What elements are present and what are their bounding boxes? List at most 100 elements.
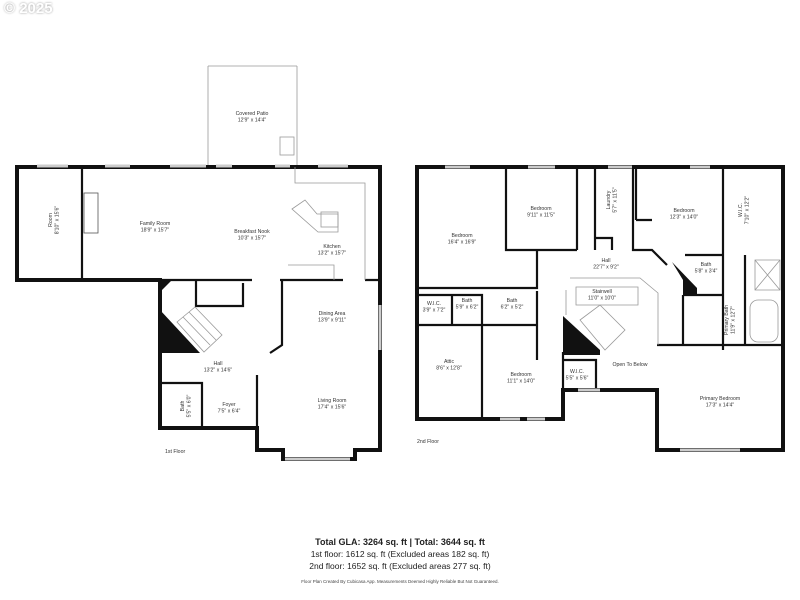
copyright-watermark: © 2025 — [4, 0, 53, 17]
room-dimensions: 5'5" x 6'0" — [187, 395, 193, 418]
first-floor-area: 1st floor: 1612 sq. ft (Excluded areas 1… — [310, 549, 490, 559]
floor-label: 1st Floor — [165, 449, 185, 455]
second-floor-plan: 2nd Floor — [415, 165, 785, 452]
room-dimensions: 22'7" x 9'2" — [593, 265, 619, 271]
wall — [194, 280, 245, 308]
room-dimensions: 5'5" x 5'6" — [566, 376, 589, 382]
room-dimensions: 8'10" x 15'6" — [55, 206, 61, 235]
cooktop-icon — [320, 211, 339, 228]
room-dimensions: 12'9" x 14'4" — [238, 118, 267, 124]
second-floor-outer-wall — [415, 165, 785, 452]
room-name: Bath — [180, 401, 186, 412]
room-name: Bath — [701, 262, 712, 268]
room-dimensions: 17'4" x 15'6" — [318, 405, 347, 411]
room-name: Attic — [444, 359, 454, 365]
room-dimensions: 18'9" x 15'7" — [141, 228, 170, 234]
room-name: Primary Bath — [724, 305, 730, 335]
wall — [160, 381, 204, 428]
room-label: Open To Below — [612, 362, 647, 368]
room-name: Hall — [214, 361, 223, 367]
total-area: Total GLA: 3264 sq. ft | Total: 3644 sq.… — [315, 537, 485, 547]
room-name: Breakfast Nook — [234, 229, 270, 235]
wall — [255, 280, 284, 428]
room-name: Bedroom — [451, 233, 472, 239]
stair-wall — [563, 316, 600, 355]
room-name: Bath — [462, 298, 473, 304]
room-name: Dining Area — [319, 311, 346, 317]
room-dimensions: 10'3" x 15'7" — [238, 236, 267, 242]
room-label: W.I.C.5'5" x 5'6" — [566, 369, 589, 382]
room-dimensions: 16'4" x 16'9" — [448, 240, 477, 246]
room-dimensions: 5'9" x 6'2" — [456, 305, 479, 311]
room-dimensions: 8'6" x 12'8" — [436, 366, 462, 372]
room-dimensions: 6'2" x 5'2" — [501, 305, 524, 311]
room-dimensions: 3'9" x 7'2" — [423, 308, 446, 314]
room-name: W.I.C. — [427, 301, 441, 307]
room-name: Open To Below — [612, 362, 647, 368]
stairwell-railing — [565, 277, 659, 351]
room-name: Family Room — [140, 221, 171, 227]
room-dimensions: 17'3" x 14'4" — [706, 403, 735, 409]
room-name: Bedroom — [673, 208, 694, 214]
room-name: Foyer — [222, 402, 236, 408]
bathtub-icon — [749, 299, 779, 343]
kitchen-counters — [288, 167, 366, 280]
stair-wall — [160, 280, 172, 292]
staircase — [176, 306, 223, 353]
room-name: W.I.C. — [570, 369, 584, 375]
room-dimensions: 7'10" x 12'2" — [745, 196, 751, 225]
stair-wall — [672, 262, 697, 295]
room-dimensions: 9'11" x 11'5" — [527, 213, 555, 219]
room-dimensions: 13'2" x 15'7" — [318, 251, 347, 257]
room-name: Room — [48, 213, 54, 227]
stair-wall — [160, 310, 200, 353]
room-name: Hall — [602, 258, 611, 264]
disclaimer: Floor Plan Created By Cubicasa App. Meas… — [301, 579, 499, 584]
room-dimensions: 12'3" x 14'0" — [670, 215, 699, 221]
room-dimensions: 11'9" x 12'7" — [731, 306, 737, 334]
first-floor-plan: 1st Floor — [15, 65, 382, 461]
floor-label: 2nd Floor — [417, 439, 439, 445]
room-dimensions: 7'5" x 6'4" — [218, 409, 241, 415]
room-name: W.I.C. — [738, 203, 744, 217]
room-name: Primary Bedroom — [700, 396, 740, 402]
grill-icon — [279, 136, 295, 156]
room-name: Living Room — [318, 398, 347, 404]
room-name: Bath — [507, 298, 518, 304]
room-name: Laundry — [606, 190, 612, 209]
room-dimensions: 11'0" x 10'0" — [588, 296, 616, 302]
room-dimensions: 11'1" x 14'0" — [507, 379, 535, 385]
room-name: Covered Patio — [236, 111, 269, 117]
room-dimensions: 5'8" x 3'4" — [695, 269, 718, 275]
room-label: W.I.C.7'10" x 12'2" — [738, 196, 751, 225]
room-name: Bedroom — [510, 372, 531, 378]
room-label: W.I.C.3'9" x 7'2" — [423, 301, 446, 314]
covered-patio-outline — [207, 65, 298, 166]
wall — [415, 167, 783, 419]
